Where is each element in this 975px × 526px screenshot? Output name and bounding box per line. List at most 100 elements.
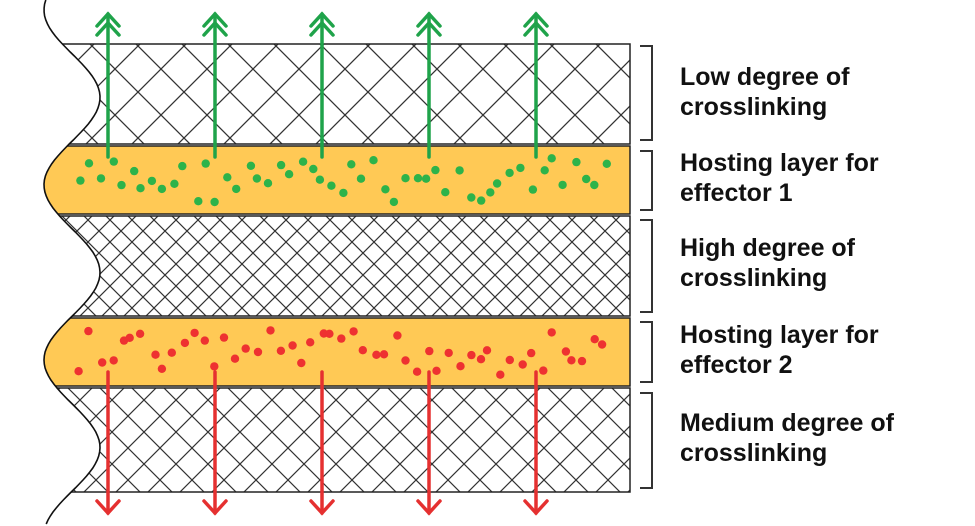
effector-dot xyxy=(337,334,346,343)
effector-dot xyxy=(109,157,119,166)
effector-dot xyxy=(389,197,399,207)
effector-dot xyxy=(96,174,106,183)
effector-dot xyxy=(527,348,536,358)
effector-dot xyxy=(516,163,525,173)
effector-dot xyxy=(577,356,587,366)
bracket-medium xyxy=(640,392,653,489)
effector-dot xyxy=(276,160,286,170)
effector-dot xyxy=(210,197,219,207)
effector-dot xyxy=(147,176,157,186)
effector-dot xyxy=(597,340,607,349)
up-arrow xyxy=(309,11,335,159)
effector-dot xyxy=(431,165,440,175)
effector-dot xyxy=(561,347,571,356)
effector-dot xyxy=(223,173,232,182)
bracket-host1 xyxy=(640,150,653,211)
label-host2-line1: Hosting layer for xyxy=(680,321,879,349)
label-medium-line2: crosslinking xyxy=(680,439,828,467)
effector-dot xyxy=(201,159,210,168)
effector-dot xyxy=(456,362,465,371)
effector-dot xyxy=(505,355,514,365)
effector-dot xyxy=(284,170,294,179)
label-low-line2: crosslinking xyxy=(680,93,828,121)
effector-dot xyxy=(393,331,402,340)
effector-2-release-arrows xyxy=(95,370,549,516)
layer-brackets xyxy=(640,45,653,489)
effector-dot xyxy=(441,188,450,197)
effector-dot xyxy=(253,347,263,357)
effector-dot xyxy=(528,185,538,194)
effector-dot xyxy=(349,327,358,336)
effector-dot xyxy=(339,188,348,198)
effector-dot xyxy=(455,166,464,175)
effector-dot xyxy=(151,350,160,359)
down-arrow xyxy=(416,370,442,516)
effector-dot xyxy=(558,180,567,190)
layer-low-crosslinking xyxy=(44,43,631,145)
effector-dot xyxy=(482,346,492,355)
up-arrow xyxy=(95,11,121,159)
effector-dot xyxy=(74,367,83,376)
effector-dot xyxy=(432,366,441,375)
effector-dot xyxy=(381,185,390,194)
effector-dot xyxy=(547,328,556,337)
effector-dot xyxy=(496,370,505,379)
label-medium-line1: Medium degree of xyxy=(680,409,894,437)
effector-dot xyxy=(590,180,599,190)
effector-dot xyxy=(180,338,190,348)
label-host1-line2: effector 1 xyxy=(680,179,793,207)
effector-dot xyxy=(572,157,581,167)
effector-dot xyxy=(167,348,176,357)
up-arrow xyxy=(202,11,228,159)
effector-dot xyxy=(425,346,434,356)
bracket-low xyxy=(640,45,653,141)
effector-1-dots xyxy=(76,154,611,207)
effector-dot xyxy=(178,161,187,171)
label-high-line1: High degree of xyxy=(680,234,856,262)
effector-dot xyxy=(327,181,336,190)
effector-dot xyxy=(276,346,286,355)
effector-dot xyxy=(505,168,514,178)
down-arrow xyxy=(309,370,335,516)
effector-dot xyxy=(306,338,315,347)
effector-dot xyxy=(315,175,325,184)
effector-dot xyxy=(210,362,219,371)
label-low-line1: Low degree of xyxy=(680,63,850,91)
effector-dot xyxy=(309,164,318,174)
effector-dot xyxy=(170,179,179,188)
effector-dot xyxy=(401,174,410,183)
effector-dot xyxy=(190,328,199,338)
effector-dot xyxy=(413,174,423,183)
label-medium-crosslinking: Medium degree of crosslinking xyxy=(680,408,970,468)
effector-dot xyxy=(298,157,308,166)
effector-dot xyxy=(157,184,167,194)
effector-dot xyxy=(325,329,334,338)
label-high-crosslinking: High degree of crosslinking xyxy=(680,233,970,293)
effector-dot xyxy=(136,184,145,193)
effector-dot xyxy=(241,344,250,353)
effector-dot xyxy=(467,350,476,360)
label-host1-line1: Hosting layer for xyxy=(680,149,879,177)
effector-dot xyxy=(297,358,306,368)
effector-1-release-arrows xyxy=(95,11,549,159)
effector-dot xyxy=(219,333,229,342)
layer-high-crosslinking xyxy=(44,215,631,317)
effector-dot xyxy=(492,179,502,188)
effector-dot xyxy=(288,341,297,350)
effector-dot xyxy=(567,356,576,365)
effector-dot xyxy=(421,174,431,183)
effector-dot xyxy=(401,356,410,365)
effector-dot xyxy=(590,335,599,344)
layer-medium-crosslinking xyxy=(44,387,631,493)
wavy-cut-edge xyxy=(43,0,101,525)
effector-dot xyxy=(477,196,486,205)
effector-dot xyxy=(467,193,476,202)
effector-dot xyxy=(547,154,556,163)
effector-dot xyxy=(230,354,240,363)
effector-dot xyxy=(125,333,134,342)
label-hosting-effector-2: Hosting layer for effector 2 xyxy=(680,320,970,380)
effector-dot xyxy=(98,358,107,367)
effector-dot xyxy=(412,367,422,376)
effector-dot xyxy=(246,161,256,170)
label-host2-line2: effector 2 xyxy=(680,351,793,379)
